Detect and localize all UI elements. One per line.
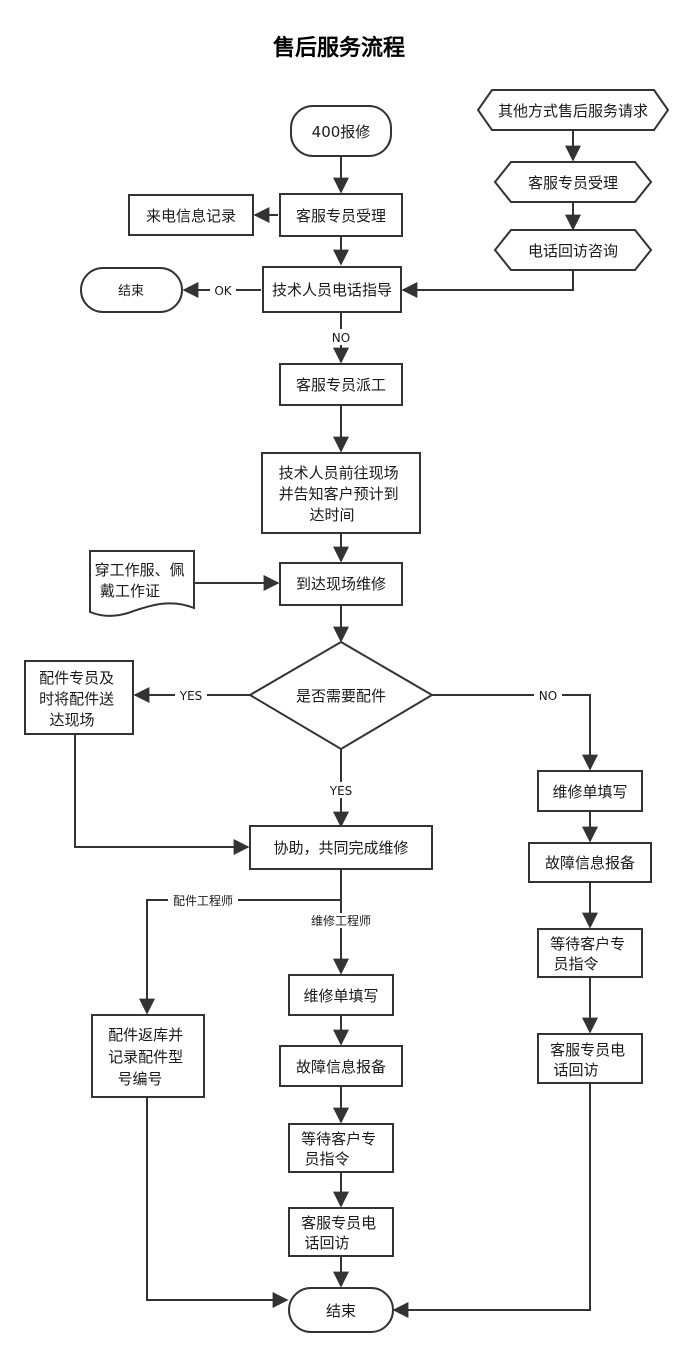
node-parts-return: 配件返库并 记录配件型 号编号	[91, 1014, 205, 1098]
node-dress-code: 穿工作服、佩 戴工作证	[89, 550, 195, 617]
node-phone-consult-label: 电话回访咨询	[528, 242, 618, 260]
node-parts-delivery: 配件专员及 时将配件送 达现场	[24, 660, 134, 735]
node-tech-go-onsite: 技术人员前往现场 并告知客户预计到 达时间	[261, 452, 421, 534]
node-fault-report-mid-label: 故障信息报备	[296, 1058, 386, 1076]
node-cs-callback-right-label: 客服专员电 话回访	[550, 1041, 630, 1079]
node-cooperate-repair: 协助，共同完成维修	[249, 825, 433, 870]
node-cs-callback-mid: 客服专员电 话回访	[288, 1207, 394, 1257]
node-fault-report-mid: 故障信息报备	[279, 1045, 403, 1087]
node-cs-accept-label: 客服专员受理	[296, 207, 386, 225]
node-cs-accept-right-label: 客服专员受理	[528, 174, 618, 192]
node-call-record: 来电信息记录	[128, 194, 254, 236]
edge-return-to-end	[146, 1097, 289, 1308]
edge-label-no-right: NO	[539, 689, 557, 703]
node-need-parts-label: 是否需要配件	[296, 687, 386, 705]
node-tech-go-onsite-label: 技术人员前往现场 并告知客户预计到 达时间	[279, 464, 404, 524]
node-400-repair: 400报修	[290, 105, 392, 157]
edge-label-repair-engineer: 维修工程师	[311, 913, 371, 928]
node-end-top-label: 结束	[118, 284, 144, 299]
node-need-parts-decision: 是否需要配件	[248, 640, 434, 751]
node-wait-instr-mid: 等待客户专 员指令	[288, 1123, 394, 1173]
node-tech-phone-guide: 技术人员电话指导	[262, 266, 402, 313]
edge-labels: OK NO YES NO YES 配件工程师 维修工程师	[168, 282, 562, 928]
node-cooperate-repair-label: 协助，共同完成维修	[273, 839, 408, 857]
edge-label-parts-engineer: 配件工程师	[173, 893, 233, 908]
node-cs-accept: 客服专员受理	[279, 193, 403, 237]
edge-label-ok: OK	[214, 284, 232, 298]
edge-callback-right-to-end	[392, 1083, 591, 1318]
node-wait-instr-right-label: 等待客户专 员指令	[550, 935, 630, 973]
edge-label-no-top: NO	[332, 331, 350, 345]
node-fill-form-right-label: 维修单填写	[552, 783, 627, 801]
node-cs-accept-right: 客服专员受理	[493, 161, 653, 203]
node-wait-instr-right: 等待客户专 员指令	[537, 928, 643, 978]
node-other-request: 其他方式售后服务请求	[476, 89, 670, 131]
node-wait-instr-mid-label: 等待客户专 员指令	[301, 1130, 381, 1168]
node-call-record-label: 来电信息记录	[146, 207, 236, 225]
edge-label-yes-left: YES	[179, 689, 203, 703]
node-fill-form-mid: 维修单填写	[288, 974, 394, 1016]
node-arrive-repair-label: 到达现场维修	[296, 575, 386, 593]
node-cs-callback-mid-label: 客服专员电 话回访	[301, 1214, 381, 1252]
edge-label-yes-down: YES	[329, 784, 353, 798]
node-cs-dispatch-label: 客服专员派工	[296, 376, 386, 394]
node-fault-report-right-label: 故障信息报备	[545, 854, 635, 872]
node-fault-report-right: 故障信息报备	[528, 842, 652, 883]
diagram-title: 售后服务流程	[273, 35, 405, 61]
edge-cooperate-to-return	[139, 869, 342, 1015]
node-dress-code-label: 穿工作服、佩 戴工作证	[95, 561, 190, 600]
node-400-repair-label: 400报修	[312, 123, 371, 141]
edge-decision-no-to-form-right	[432, 694, 598, 771]
node-end-bottom-label: 结束	[326, 1302, 356, 1320]
node-fill-form-mid-label: 维修单填写	[303, 987, 378, 1005]
node-end-top: 结束	[80, 267, 183, 313]
node-arrive-repair: 到达现场维修	[279, 562, 403, 606]
edge-parts-to-cooperate	[74, 734, 250, 855]
node-phone-consult: 电话回访咨询	[493, 229, 653, 271]
node-cs-dispatch: 客服专员派工	[279, 363, 403, 406]
node-parts-delivery-label: 配件专员及 时将配件送 达现场	[39, 669, 119, 729]
edge-consult-to-guide	[401, 270, 574, 298]
node-tech-phone-guide-label: 技术人员电话指导	[272, 281, 392, 299]
node-parts-return-label: 配件返库并 记录配件型 号编号	[108, 1026, 188, 1088]
node-cs-callback-right: 客服专员电 话回访	[537, 1033, 643, 1084]
node-fill-form-right: 维修单填写	[537, 770, 643, 812]
node-other-request-label: 其他方式售后服务请求	[498, 102, 648, 120]
node-end-bottom: 结束	[288, 1287, 394, 1333]
